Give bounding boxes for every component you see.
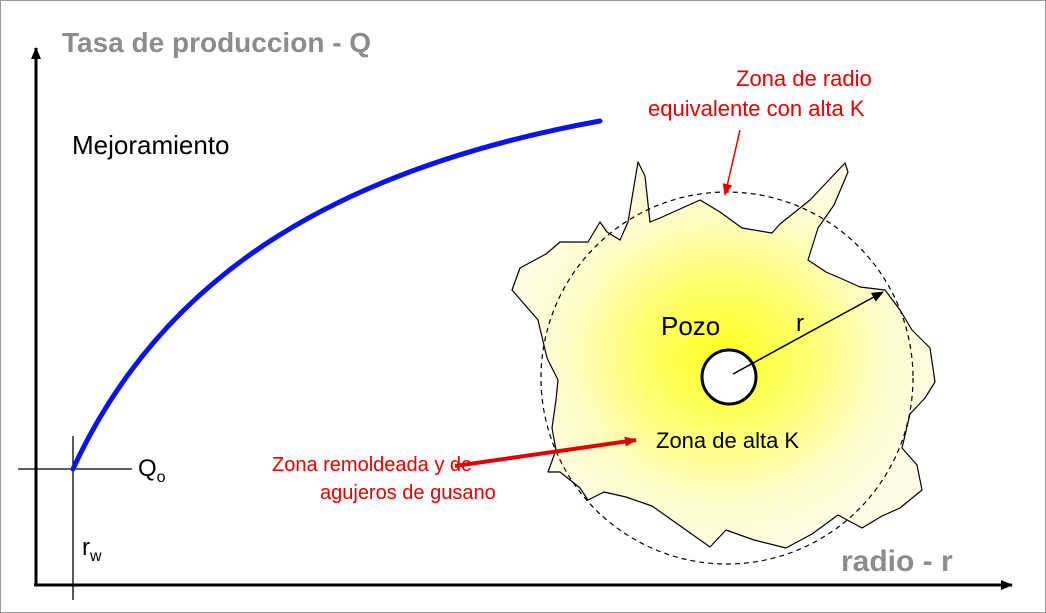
high-k-label: Zona de alta K [656, 428, 800, 453]
curve-label: Mejoramiento [72, 130, 230, 160]
remolded-line1: Zona remoldeada y de [272, 454, 473, 476]
equiv-zone-line2: equivalente con alta K [648, 96, 865, 121]
equiv-zone-line1: Zona de radio [736, 66, 872, 91]
q0-main: Q [138, 455, 157, 482]
remolded-zone-arrow [454, 436, 637, 468]
radius-label: r [796, 310, 804, 337]
production-curve [70, 118, 603, 472]
equiv-zone-arrow [722, 129, 741, 196]
well-label: Pozo [661, 311, 721, 341]
q0-subscript: o [156, 468, 166, 486]
rw-main: r [82, 534, 90, 561]
x-axis-title: radio - r [841, 545, 953, 578]
rw-subscript: w [90, 547, 102, 565]
radius-arrow [732, 291, 884, 375]
wellbore-circle [700, 348, 758, 406]
y-axis-title: Tasa de produccion - Q [62, 27, 372, 58]
q0-label: Qo [138, 455, 166, 487]
rw-label: rw [82, 534, 102, 566]
remolded-line2: agujeros de gusano [320, 482, 496, 504]
